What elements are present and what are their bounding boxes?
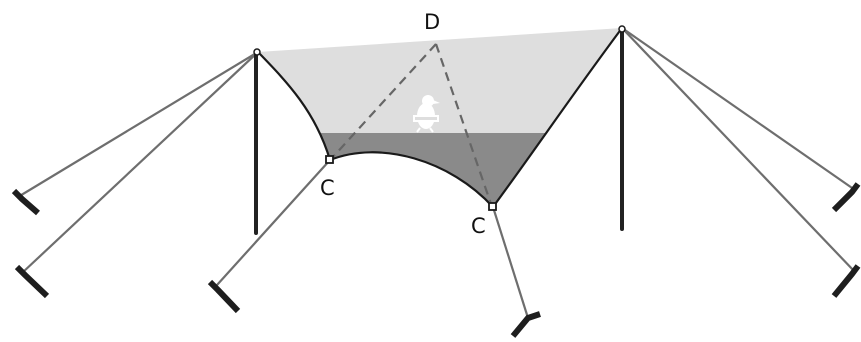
poles	[254, 28, 624, 235]
peg-right-corner	[510, 311, 541, 338]
label-c-right: C	[471, 214, 486, 238]
rope-left-pole-lower	[21, 51, 259, 274]
rope-right-pole-lower	[621, 27, 856, 273]
peg-left-lower	[14, 264, 50, 299]
rope-right-pole-upper	[621, 27, 856, 191]
right-pole-top	[618, 25, 626, 33]
label-d: D	[424, 10, 440, 34]
rope-left-corner	[216, 159, 331, 286]
tarp-left-edge	[257, 51, 332, 161]
tarp-right-edge	[492, 27, 623, 208]
right-corner-grommet	[488, 202, 497, 211]
rope-left-pole-upper	[17, 51, 259, 198]
left-pole-top	[253, 48, 261, 56]
rope-right-corner	[491, 206, 530, 319]
peg-right-lower	[831, 264, 861, 298]
tarp-shadow-band	[258, 133, 622, 207]
tarp	[257, 27, 623, 208]
left-corner-grommet	[325, 155, 334, 164]
peg-right-upper	[831, 182, 861, 213]
chums-logo-icon	[413, 95, 440, 133]
label-c-left: C	[320, 176, 335, 200]
tarp-light-area	[258, 28, 622, 207]
guy-ropes	[17, 27, 856, 319]
peg-left-corner	[207, 279, 241, 314]
dashed-line-d-to-right-c	[434, 43, 493, 205]
dashed-line-d-to-left-c	[331, 43, 437, 159]
tarp-bottom-edge	[329, 151, 494, 208]
peg-left-upper	[11, 188, 40, 216]
pegs	[11, 182, 861, 338]
